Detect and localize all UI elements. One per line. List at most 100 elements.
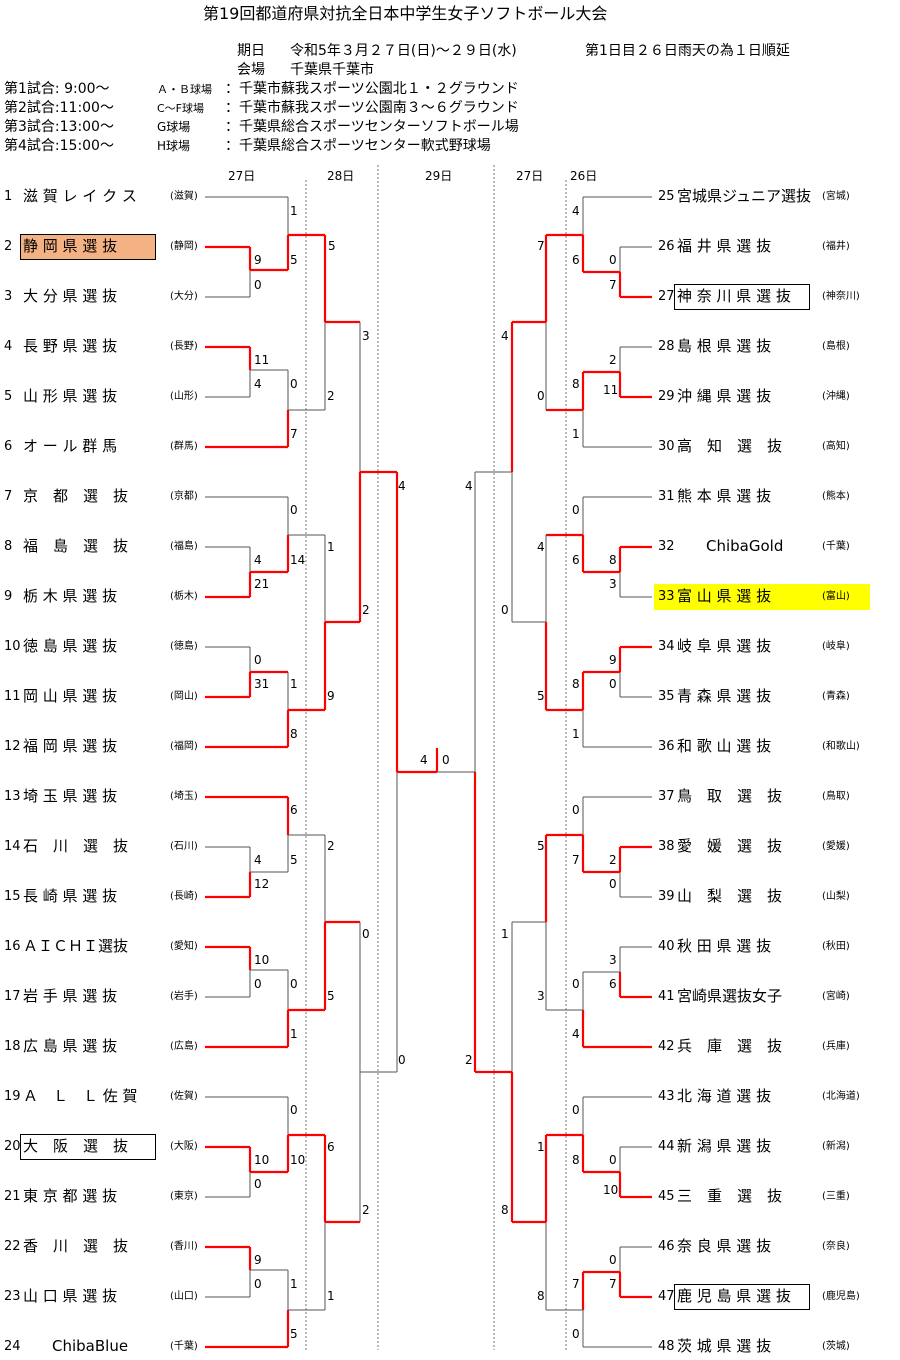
venue-label: 会場 <box>237 62 265 78</box>
team-name: 福 井 県 選 抜 <box>677 237 772 255</box>
team-prefecture: (岡山) <box>170 691 198 702</box>
team-name: 沖 縄 県 選 抜 <box>677 387 772 405</box>
team-number: 45 <box>658 1189 675 1204</box>
score-label: 4 <box>398 479 406 493</box>
score-label: 4 <box>254 553 262 567</box>
team-number: 23 <box>4 1289 21 1304</box>
score-label: 4 <box>254 377 262 391</box>
highlight-box-kagoshima <box>674 1284 810 1310</box>
score-label: 1 <box>290 204 298 218</box>
score-label: 5 <box>327 989 335 1003</box>
team-prefecture: (徳島) <box>170 641 198 652</box>
team-prefecture: (青森) <box>822 691 850 702</box>
team-number: 15 <box>4 889 21 904</box>
score-label: 11 <box>254 353 270 367</box>
team-name: ChibaBlue <box>52 1337 129 1355</box>
score-label: 8 <box>572 1153 580 1167</box>
score-label: 31 <box>254 677 270 691</box>
score-label: 0 <box>254 1277 262 1291</box>
score-label: 1 <box>290 677 298 691</box>
score-label: 2 <box>327 389 335 403</box>
score-label: 4 <box>501 329 509 343</box>
team-number: 20 <box>4 1139 21 1154</box>
score-label: 10 <box>254 1153 270 1167</box>
score-label: 0 <box>537 389 545 403</box>
team-number: 32 <box>658 539 675 554</box>
score-label: 0 <box>442 753 450 767</box>
score-label: 8 <box>501 1203 509 1217</box>
schedule-match-4: 第4試合:15:00～ <box>4 138 114 154</box>
team-number: 31 <box>658 489 675 504</box>
team-name: 茨 城 県 選 抜 <box>677 1337 772 1355</box>
team-number: 46 <box>658 1239 675 1254</box>
score-label: 0 <box>290 977 298 991</box>
highlight-box-osaka <box>20 1134 156 1160</box>
score-label: 2 <box>609 353 617 367</box>
team-prefecture: (大阪) <box>170 1141 198 1152</box>
score-label: 5 <box>290 253 298 267</box>
team-name: 山 梨 選 抜 <box>677 887 783 905</box>
venue-value: 千葉県千葉市 <box>290 62 374 78</box>
score-label: 0 <box>609 253 617 267</box>
score-label: 0 <box>362 927 370 941</box>
score-label: 5 <box>290 853 298 867</box>
score-label: 0 <box>501 603 509 617</box>
score-label: 8 <box>609 553 617 567</box>
team-name: 石 川 選 抜 <box>23 837 129 855</box>
team-name: ＡＩＣＨＩ選抜 <box>23 937 129 955</box>
team-number: 6 <box>4 439 13 454</box>
team-number: 47 <box>658 1289 675 1304</box>
team-number: 17 <box>4 989 21 1004</box>
team-name: 北 海 道 選 抜 <box>677 1087 772 1105</box>
score-label: 4 <box>420 753 428 767</box>
score-label: 0 <box>609 677 617 691</box>
schedule-field-2: C～F球場 <box>157 102 205 115</box>
team-number: 9 <box>4 589 13 604</box>
team-prefecture: (山形) <box>170 391 198 402</box>
schedule-place-3: ：千葉県総合スポーツセンターソフトボール場 <box>225 119 519 135</box>
team-prefecture: (鳥取) <box>822 791 850 802</box>
team-number: 18 <box>4 1039 21 1054</box>
score-label: 4 <box>537 540 545 554</box>
team-name: 宮崎県選抜女子 <box>677 987 783 1005</box>
team-number: 29 <box>658 389 675 404</box>
team-number: 38 <box>658 839 675 854</box>
team-number: 7 <box>4 489 13 504</box>
score-label: 14 <box>290 553 306 567</box>
score-label: 0 <box>609 877 617 891</box>
team-prefecture: (埼玉) <box>170 791 198 802</box>
score-label: 7 <box>572 853 580 867</box>
team-prefecture: (山口) <box>170 1291 198 1302</box>
team-name: 埼 玉 県 選 抜 <box>23 787 118 805</box>
team-number: 10 <box>4 639 21 654</box>
schedule-field-1: Ａ・Ｂ球場 <box>157 83 212 96</box>
schedule-match-2: 第2試合:11:00～ <box>4 100 114 116</box>
team-prefecture: (茨城) <box>822 1341 850 1352</box>
score-label: 1 <box>572 427 580 441</box>
score-label: 1 <box>290 1027 298 1041</box>
team-number: 2 <box>4 239 13 254</box>
score-label: 7 <box>609 1277 617 1291</box>
score-label: 4 <box>465 479 473 493</box>
score-label: 7 <box>609 278 617 292</box>
team-name: 和 歌 山 選 抜 <box>677 737 772 755</box>
team-prefecture: (東京) <box>170 1191 198 1202</box>
score-label: 1 <box>327 1289 335 1303</box>
score-label: 7 <box>537 239 545 253</box>
score-label: 2 <box>327 839 335 853</box>
score-label: 0 <box>609 1253 617 1267</box>
score-label: 6 <box>609 977 617 991</box>
date-value: 令和5年３月２７日(日)～２９日(水) <box>290 43 517 59</box>
team-name: 熊 本 県 選 抜 <box>677 487 772 505</box>
team-prefecture: (熊本) <box>822 491 850 502</box>
score-label: 7 <box>572 1277 580 1291</box>
score-label: 5 <box>537 839 545 853</box>
team-name: 滋 賀 レ イ ク ス <box>23 187 137 205</box>
team-name: 福 岡 県 選 抜 <box>23 737 118 755</box>
schedule-match-3: 第3試合:13:00～ <box>4 119 114 135</box>
team-prefecture: (山梨) <box>822 891 850 902</box>
team-number: 42 <box>658 1039 675 1054</box>
team-prefecture: (香川) <box>170 1241 198 1252</box>
team-name: 栃 木 県 選 抜 <box>23 587 118 605</box>
